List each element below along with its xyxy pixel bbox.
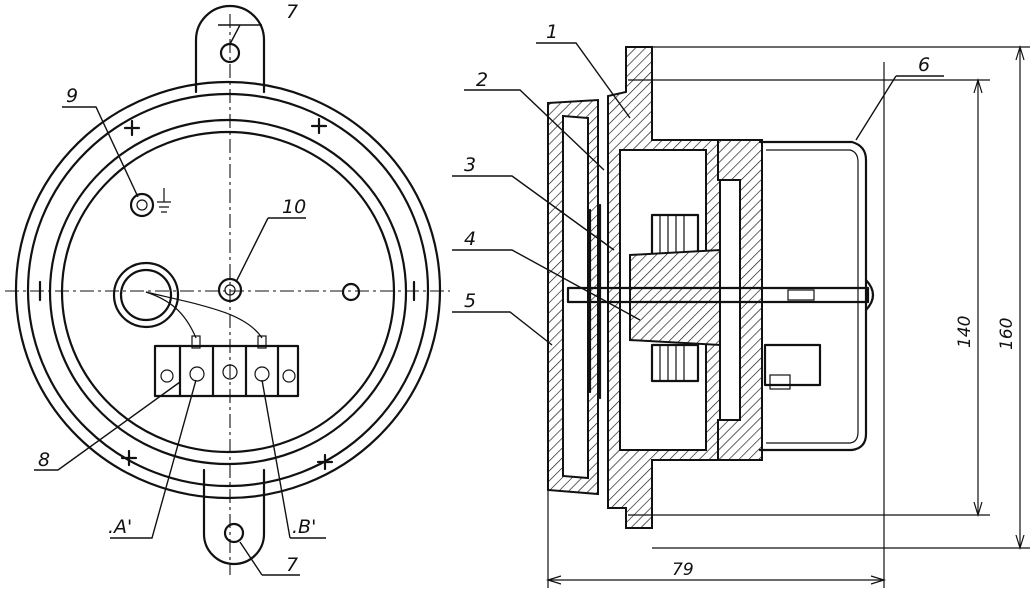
leader-4 (452, 249, 641, 321)
coil-top (650, 213, 700, 257)
dim-79: 79 (545, 62, 887, 588)
callout-1: 1 (546, 21, 558, 43)
rear-cover (758, 140, 868, 452)
callout-8: 8 (38, 449, 50, 471)
callout-2: 2 (476, 69, 488, 91)
leader-5 (452, 311, 553, 346)
leader-8 (34, 381, 181, 471)
section-view: 160 140 79 1 2 3 4 5 6 (452, 21, 1030, 588)
center-screw (217, 277, 243, 303)
leader-7-top (218, 24, 262, 45)
center-screw-head (224, 284, 236, 296)
rear-nut (864, 278, 875, 312)
callout-10: 10 (282, 196, 306, 218)
dim-140: 140 (628, 77, 990, 518)
housing-flange (607, 46, 721, 529)
dim-79-label: 79 (672, 560, 694, 580)
callout-terminal-b: .B' (292, 516, 316, 538)
cable-bushing (112, 261, 180, 329)
callout-6: 6 (918, 54, 930, 76)
cable-bushing-inner (119, 268, 173, 322)
leader-10 (235, 217, 306, 283)
callout-7-bottom: 7 (286, 554, 298, 576)
leader-3 (452, 175, 615, 251)
bottom-lug-hole (223, 522, 245, 544)
top-mounting-lug (194, 4, 266, 94)
cross-marks (120, 117, 334, 471)
callout-3: 3 (464, 154, 476, 176)
terminal-block (153, 335, 300, 398)
dim-140-label: 140 (955, 316, 975, 348)
leader-a (110, 379, 197, 539)
leader-b (261, 379, 326, 539)
outer-rim (14, 80, 442, 500)
pointer-disc (588, 203, 602, 400)
callout-7-top: 7 (286, 1, 298, 23)
dim-160-label: 160 (997, 318, 1017, 350)
terminal-bracket (763, 343, 822, 387)
leader-1 (536, 42, 631, 119)
leader-9 (62, 106, 139, 198)
bottom-mounting-lug (202, 468, 266, 566)
inner-face (48, 118, 408, 466)
right-hole (341, 282, 361, 302)
leader-2 (464, 89, 605, 171)
callout-5: 5 (464, 290, 476, 312)
rim-step (26, 92, 430, 488)
lead-wire-a (145, 291, 197, 339)
coil-bottom (650, 343, 700, 383)
callout-4: 4 (464, 228, 476, 250)
callout-terminal-a: .A' (108, 516, 132, 538)
rotor-core (629, 248, 721, 347)
front-cover (547, 98, 599, 496)
shaft (566, 286, 870, 304)
ground-terminal (129, 188, 171, 218)
lead-wire-b (145, 291, 263, 339)
leader-6 (855, 75, 944, 141)
callout-9: 9 (66, 85, 78, 107)
dim-160: 160 (652, 44, 1030, 551)
inner-cover-edge (60, 130, 396, 454)
front-view: 7 9 10 8 .A' .B' 7 (5, 1, 450, 576)
leader-7-bottom (239, 541, 300, 576)
mounting-plate (717, 139, 763, 461)
shaft-coupling (787, 289, 815, 301)
